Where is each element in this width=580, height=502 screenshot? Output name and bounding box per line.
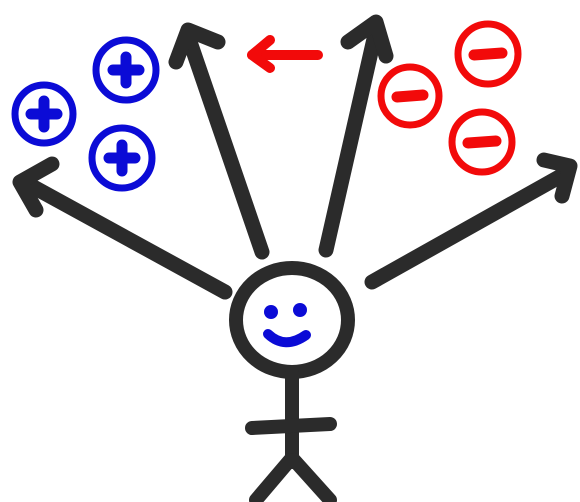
arrow-icon [20,164,225,292]
arms [252,424,330,428]
plus-circle-icon [92,128,152,188]
plus-circle-icon [15,85,73,143]
negative-charges [381,24,518,172]
minus-circle-icon [458,24,518,84]
arrow-icon [252,40,318,68]
arrow-icon [372,160,570,282]
right-eye [293,303,307,317]
plus-circle-icon [96,40,156,100]
left-leg [256,460,290,500]
arrow-icon [176,30,262,252]
smile [268,334,306,342]
arrow-icon [326,22,386,250]
minus-circle-icon [381,67,439,125]
arrow-group [20,22,570,292]
stick-figure [236,268,348,500]
left-eye [264,305,278,319]
right-leg [294,460,330,500]
smiley-face [264,303,307,342]
head [236,268,348,372]
minus-circle-icon [452,112,512,172]
